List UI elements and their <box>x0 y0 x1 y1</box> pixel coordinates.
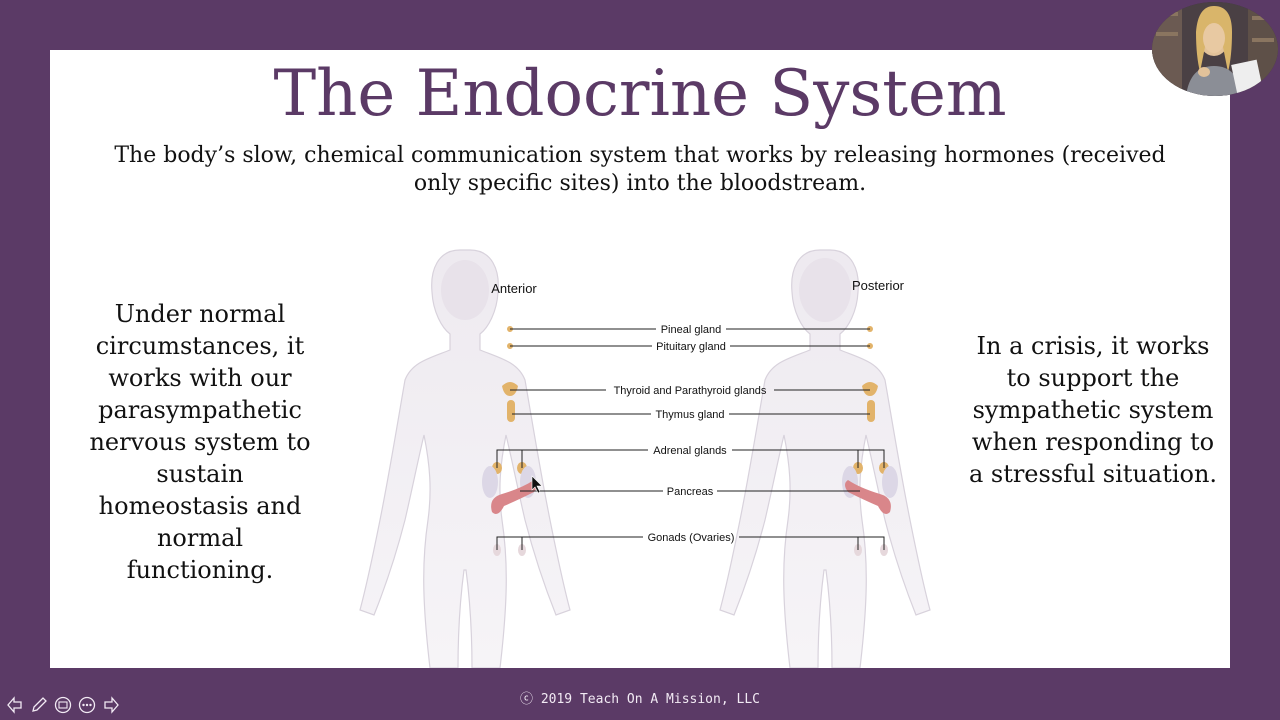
posterior-label: Posterior <box>852 278 905 293</box>
gland-label-pituitary: Pituitary gland <box>656 341 726 353</box>
right-text-block: In a crisis, it works to support the sym… <box>968 332 1218 488</box>
anterior-body <box>359 249 571 668</box>
gland-label-thyroid: Thyroid and Parathyroid glands <box>614 385 767 397</box>
more-options-button[interactable] <box>76 694 98 716</box>
slide-subtitle: The body’s slow, chemical communication … <box>114 143 1166 196</box>
copyright-footer: ⓒ 2019 Teach On A Mission, LLC <box>520 692 760 707</box>
more-icon <box>78 696 96 714</box>
cursor-icon <box>531 475 543 494</box>
pen-icon <box>32 697 47 712</box>
gland-label-gonads: Gonads (Ovaries) <box>648 532 735 544</box>
anterior-label: Anterior <box>491 281 537 296</box>
arrow-left-icon <box>7 696 22 714</box>
slide-title: The Endocrine System <box>273 57 1007 131</box>
gland-label-adrenal: Adrenal glands <box>653 445 727 457</box>
gland-label-pancreas: Pancreas <box>667 486 714 498</box>
pen-tool-button[interactable] <box>28 694 50 716</box>
slide-canvas: The Endocrine System The body’s slow, ch… <box>50 50 1230 668</box>
presenter-webcam <box>1152 2 1278 96</box>
leader-lines <box>496 328 885 550</box>
left-text-block: Under normal circumstances, it works wit… <box>89 300 311 584</box>
gland-label-pineal: Pineal gland <box>661 324 722 336</box>
see-all-slides-button[interactable] <box>52 694 74 716</box>
gland-label-thymus: Thymus gland <box>655 409 724 421</box>
prev-slide-button[interactable] <box>4 694 26 716</box>
posterior-body <box>719 249 931 668</box>
endocrine-diagram: Anterior Posterior Pineal gland Pituitar… <box>359 249 931 668</box>
next-slide-button[interactable] <box>100 694 122 716</box>
slides-icon <box>54 696 72 714</box>
slide-nav-controls <box>4 694 122 718</box>
arrow-right-icon <box>104 696 119 714</box>
